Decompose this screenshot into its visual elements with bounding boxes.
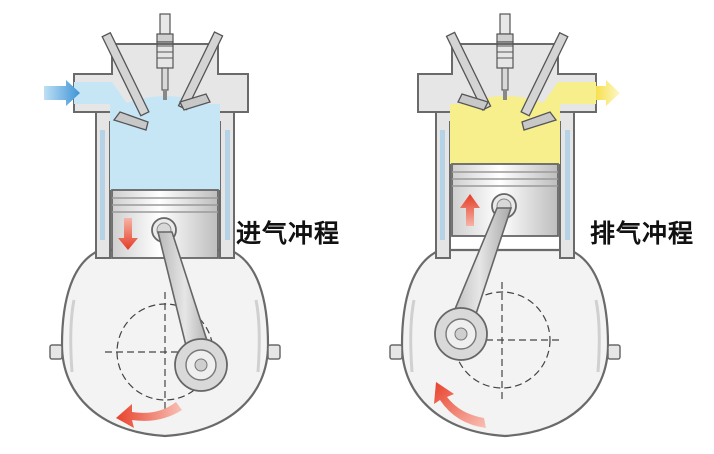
exhaust-valve — [177, 31, 224, 111]
rotation-arrow-icon — [116, 402, 182, 428]
crankcase-lug-left — [389, 344, 403, 360]
connecting-rod — [434, 207, 513, 361]
connecting-rod — [156, 231, 228, 392]
crankcase-lug-right — [607, 344, 621, 360]
intake-stroke-panel — [44, 13, 281, 438]
crankcase — [400, 248, 610, 438]
intake-valve — [445, 31, 492, 111]
exhaust-valve — [520, 31, 569, 131]
intake-flow-arrow-icon — [44, 80, 80, 106]
piston-arrow-down-icon — [118, 218, 138, 250]
exhaust-stroke-panel — [389, 13, 621, 438]
intake-stroke-label: 进气冲程 — [236, 219, 341, 248]
piston-arrow-up-icon — [460, 194, 480, 226]
crank-circle — [442, 282, 562, 400]
rotation-arrow-icon — [434, 382, 486, 428]
combustion-chamber — [110, 96, 220, 190]
exhaust-stroke-label: 排气冲程 — [590, 219, 695, 248]
crankcase-lug-right — [267, 344, 281, 360]
crankcase-lug-left — [49, 344, 63, 360]
combustion-chamber — [450, 96, 560, 164]
spark-plug — [496, 13, 514, 100]
intake-valve — [101, 31, 150, 131]
exhaust-flow-arrow-icon — [596, 80, 620, 106]
spark-plug — [156, 13, 174, 100]
